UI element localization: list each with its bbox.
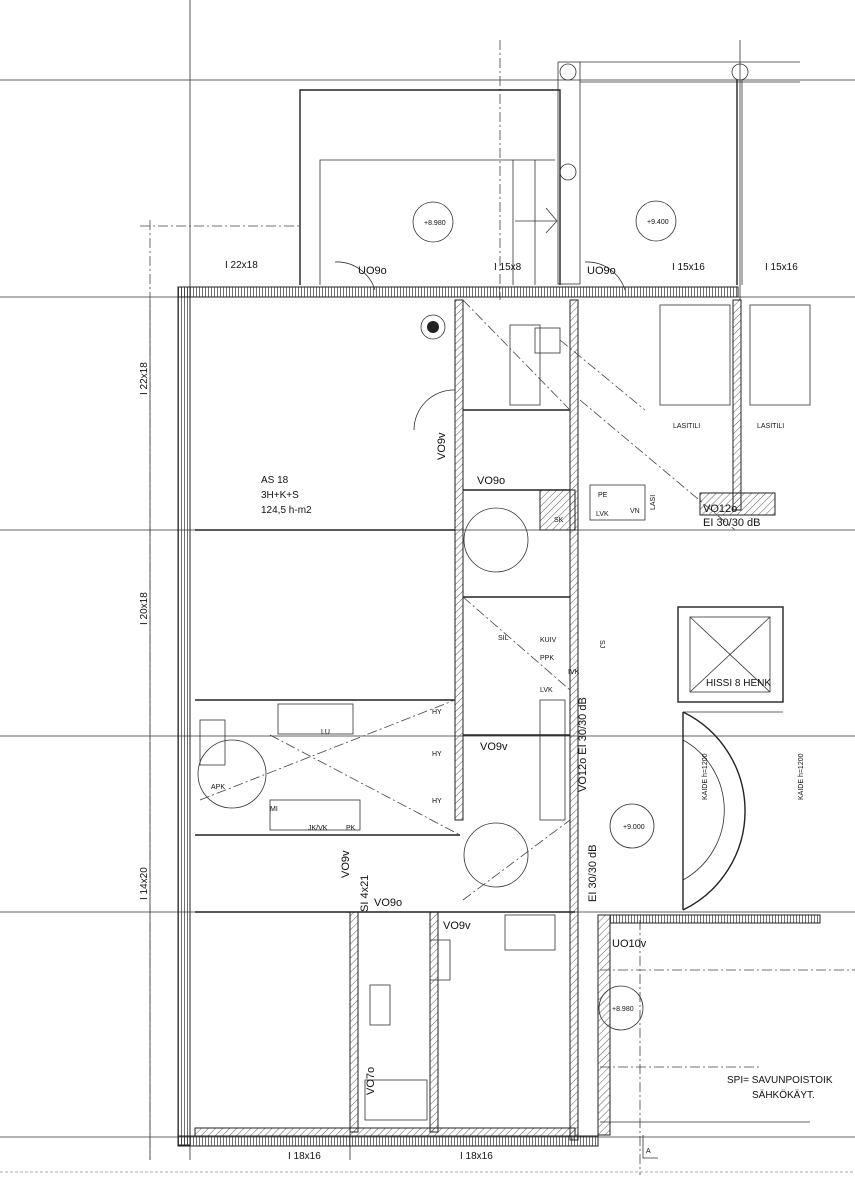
beam-label: I 15x16 bbox=[765, 262, 798, 273]
beam-label: I 18x16 bbox=[460, 1151, 493, 1162]
fixture-label: SIL bbox=[498, 635, 509, 642]
room-labels: LASITILI LASITILI HISSI 8 HENK KAIDE h=1… bbox=[673, 423, 805, 800]
level-label: +8.980 bbox=[612, 1006, 634, 1013]
fixture-label: SJ bbox=[598, 640, 605, 648]
door-label: VO12o EI 30/30 dB bbox=[577, 697, 589, 792]
fixture-label: HY bbox=[432, 798, 442, 805]
fixtures bbox=[197, 261, 811, 1121]
door-label: UO9o bbox=[587, 265, 616, 277]
door-label: VO9v bbox=[443, 920, 471, 932]
door-label: VO9v bbox=[436, 432, 448, 460]
fixture-label: PPK bbox=[540, 655, 554, 662]
apartment-area: 124,5 h-m2 bbox=[261, 505, 312, 516]
beam-label: I 22x18 bbox=[225, 260, 258, 271]
fire-rating: EI 30/30 dB bbox=[703, 517, 761, 529]
level-labels: +8.980 +9.400 +9.000 +8.980 bbox=[424, 219, 669, 1013]
fire-rating: EI 30/30 dB bbox=[587, 845, 599, 903]
door-label: VO7o bbox=[365, 1067, 377, 1095]
door-label: VO9v bbox=[480, 741, 508, 753]
door-label: VO9o bbox=[374, 897, 402, 909]
fixture-label: PK bbox=[346, 825, 356, 832]
fixture-label: IVK bbox=[568, 669, 580, 676]
apartment-label: AS 18 3H+K+S 124,5 h-m2 bbox=[261, 475, 312, 516]
room-label: LASITILI bbox=[673, 423, 700, 430]
level-label: +8.980 bbox=[424, 220, 446, 227]
section-marker: A bbox=[642, 1135, 658, 1159]
walls bbox=[177, 286, 821, 1147]
fixture-label: LVK bbox=[540, 687, 553, 694]
fixture-labels: SK PE LVK VN LASI SIL KUIV PPK IVK LVK L… bbox=[211, 492, 657, 832]
wall-label: SI 4x21 bbox=[359, 875, 371, 912]
door-labels: UO9o UO9o VO9v VO9o VO12o EI 30/30 dB VO… bbox=[340, 265, 761, 1095]
beam-label: I 15x16 bbox=[672, 262, 705, 273]
door-label: VO12o bbox=[703, 503, 737, 515]
beam-label: I 18x16 bbox=[288, 1151, 321, 1162]
beam-labels: I 22x18 I 15x8 I 15x16 I 15x16 I 18x16 I… bbox=[139, 260, 798, 1162]
legend-note: SPI= SAVUNPOISTOIK SÄHKÖKÄYT. bbox=[727, 1075, 833, 1101]
fixture-label: HY bbox=[432, 751, 442, 758]
room-label: LASITILI bbox=[757, 423, 784, 430]
fixture-label: LVK bbox=[596, 511, 609, 518]
fixture-label: SK bbox=[554, 517, 564, 524]
level-label: +9.400 bbox=[647, 219, 669, 226]
beam-label: I 20x18 bbox=[139, 592, 150, 625]
fixture-label: HY bbox=[432, 709, 442, 716]
note-line: SÄHKÖKÄYT. bbox=[752, 1089, 815, 1101]
beam-label: I 22x18 bbox=[139, 362, 150, 395]
railing-label: KAIDE h=1200 bbox=[798, 753, 805, 800]
fixture-label: MI bbox=[270, 806, 278, 813]
fixture-label: LASI bbox=[650, 495, 657, 510]
fixture-label: PE bbox=[598, 492, 608, 499]
apartment-id: AS 18 bbox=[261, 475, 289, 486]
note-line: SPI= SAVUNPOISTOIK bbox=[727, 1075, 833, 1086]
beam-label: I 15x8 bbox=[494, 262, 522, 273]
level-label: +9.000 bbox=[623, 824, 645, 831]
grid-lines bbox=[0, 0, 855, 1175]
door-label: UO10v bbox=[612, 938, 647, 950]
fixture-label: LU bbox=[321, 729, 330, 736]
door-label: UO9o bbox=[358, 265, 387, 277]
balconies-top bbox=[140, 61, 800, 285]
apartment-type: 3H+K+S bbox=[261, 490, 299, 501]
door-label: VO9o bbox=[477, 475, 505, 487]
railing-label: KAIDE h=1200 bbox=[702, 753, 709, 800]
fixture-label: JK/VK bbox=[308, 825, 328, 832]
room-label: HISSI 8 HENK bbox=[706, 678, 771, 689]
lift-and-stairs bbox=[677, 606, 784, 911]
fixture-label: APK bbox=[211, 784, 225, 791]
fixture-label: VN bbox=[630, 508, 640, 515]
door-label: VO9v bbox=[340, 850, 352, 878]
fixture-label: KUIV bbox=[540, 637, 557, 644]
beam-label: I 14x20 bbox=[139, 867, 150, 900]
section-mark-label: A bbox=[646, 1148, 651, 1155]
